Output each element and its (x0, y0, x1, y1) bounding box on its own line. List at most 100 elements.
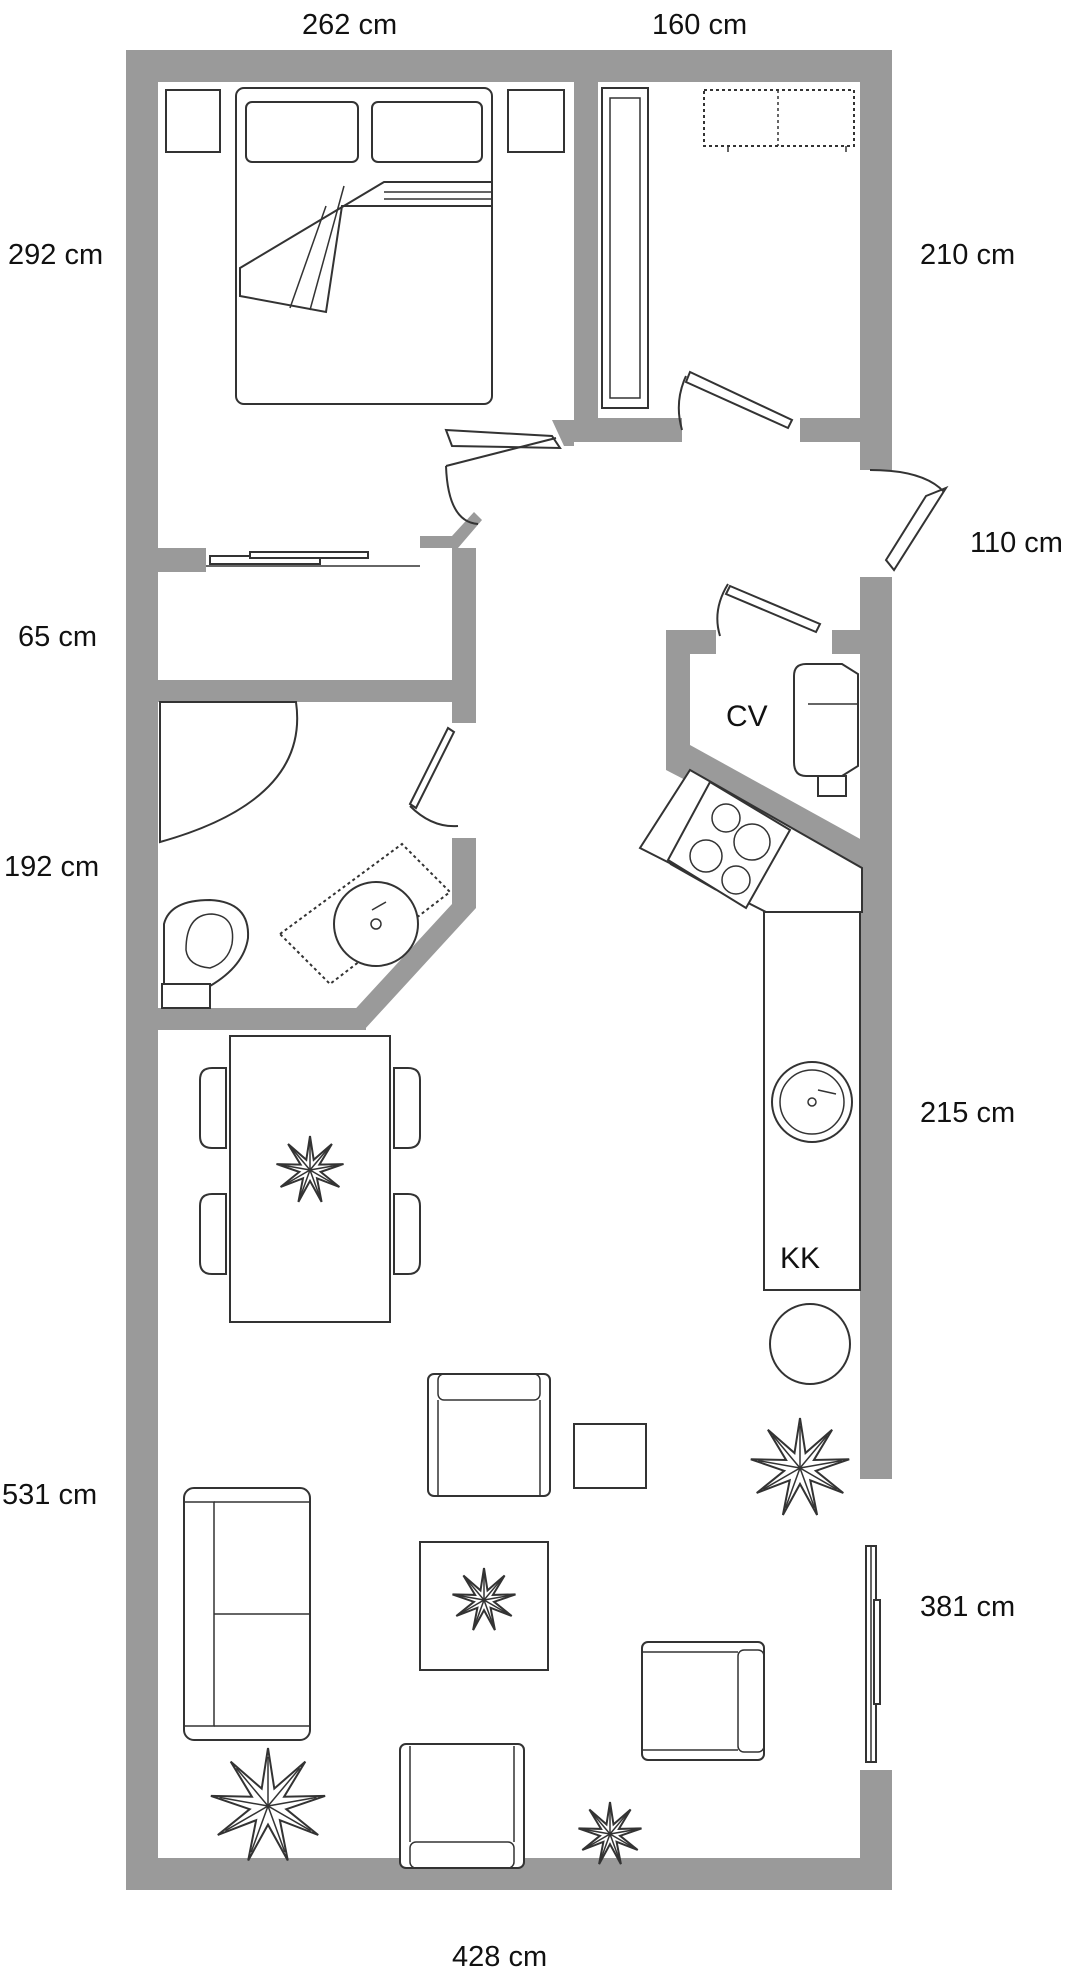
plant-kitchen-vein (772, 1434, 801, 1469)
plant-sofa-vein (267, 1796, 317, 1807)
toilet (161, 898, 250, 1009)
stove-knob-line (669, 863, 717, 891)
living-area (183, 1373, 881, 1869)
outer-wall-left (126, 50, 158, 1890)
plant-corner-vein (583, 1828, 611, 1835)
outer-wall-right-upper (860, 50, 892, 470)
dining-chair-1 (199, 1067, 227, 1149)
toilet-bowl (163, 898, 250, 994)
plant-kitchen-vein (784, 1467, 801, 1509)
plant-coffee-table-vein (473, 1599, 485, 1626)
dim-left-bedroom: 292 cm (8, 239, 103, 271)
plant-dining-vein (284, 1169, 311, 1186)
sliding-door-panel-2 (249, 551, 369, 559)
shelf-unit (703, 89, 855, 147)
dim-right-window: 381 cm (920, 1591, 1015, 1623)
doors (206, 370, 949, 828)
plant-sofa-vein (235, 1767, 269, 1807)
plant-sofa-vein (267, 1805, 286, 1853)
dim-top-left: 262 cm (302, 9, 397, 41)
washbasin-tap (371, 901, 387, 911)
bin-round (769, 1303, 851, 1385)
double-bed (235, 87, 493, 405)
bedroom-door-leaf (444, 428, 562, 450)
kitchen (638, 768, 863, 1385)
wall-bedroom-corner-diag (552, 420, 574, 446)
plant-dining-vein (309, 1164, 339, 1171)
label-kk: KK (780, 1242, 820, 1275)
outer-wall-top (126, 50, 892, 82)
plant-dining-vein (299, 1169, 311, 1198)
plant-sofa-vein (267, 1805, 312, 1832)
plant-corner-vein (591, 1812, 611, 1835)
plants (210, 1135, 850, 1865)
plant-coffee-table-vein (460, 1599, 485, 1615)
armchair-right-back (737, 1649, 765, 1753)
plant-coffee-table-vein (483, 1599, 495, 1626)
outer-wall-right-lower (860, 1770, 892, 1890)
boiler-unit (793, 663, 859, 777)
bathroom-door-swing (409, 805, 459, 828)
folded-blanket (239, 181, 493, 314)
closet-room (601, 87, 855, 409)
closet-door-leaf (684, 370, 794, 430)
wall-closet-bottom-right (800, 418, 860, 442)
plant-sofa-vein (250, 1805, 269, 1853)
plant-coffee-table-vein (483, 1594, 511, 1601)
plant-corner-vein (609, 1812, 629, 1835)
cv-door-swing (716, 583, 729, 637)
wall-hall-bathroom (126, 680, 476, 702)
stove-top (666, 780, 792, 910)
walls (126, 50, 892, 1890)
stove-burner-3 (689, 839, 723, 873)
plant-coffee-table-vein (465, 1578, 485, 1601)
plant-corner-vein (586, 1833, 611, 1849)
armchair-right (641, 1641, 765, 1761)
plant-kitchen-vein (799, 1467, 816, 1509)
armchair-top (427, 1373, 551, 1497)
kitchen-sink-drain (807, 1097, 817, 1107)
plant-sofa-vein (219, 1796, 269, 1807)
plant-dining-vein (309, 1169, 336, 1186)
stove-burner-1 (711, 803, 741, 833)
shower-area (159, 701, 299, 844)
wall-bedroom-bottom-left (158, 548, 206, 572)
room-labels: CV KK (726, 700, 820, 1275)
dim-right-closet: 210 cm (920, 239, 1015, 271)
washbasin-cabinet (278, 842, 452, 986)
wall-bedroom-closet (574, 82, 598, 442)
blanket-fold-1 (309, 185, 345, 311)
wall-bathroom-bottom (126, 1008, 366, 1030)
wall-cv-left (666, 630, 690, 750)
toilet-tank (161, 983, 211, 1009)
plant-sofa-vein (267, 1767, 301, 1807)
plant-kitchen-vein (762, 1467, 801, 1490)
plant-corner-vein (609, 1828, 637, 1835)
stove-burner-4 (721, 865, 751, 895)
wall-closet-stub (860, 442, 892, 470)
bathroom (159, 701, 452, 1009)
plant-kitchen-vein (799, 1459, 843, 1469)
dim-left-bathroom: 192 cm (4, 851, 99, 883)
plant-sofa-vein (224, 1805, 269, 1832)
armchair-bottom-back (409, 1841, 515, 1869)
wall-cv-diagonal (666, 745, 862, 868)
kitchen-sink (771, 1061, 853, 1143)
dining-chair-2 (199, 1193, 227, 1275)
plant-corner-vein (599, 1833, 611, 1860)
kitchen-sink-inner (779, 1069, 845, 1135)
dining-chair-3 (393, 1067, 421, 1149)
washbasin-drain (370, 918, 382, 930)
entrance-door-leaf (884, 485, 949, 572)
plant-corner-vein (609, 1833, 621, 1860)
plant-dining-vein (281, 1164, 311, 1171)
plant-dining-vein (290, 1147, 311, 1171)
dim-right-entry: 110 cm (970, 527, 1063, 559)
dim-left-hall: 65 cm (18, 621, 97, 653)
dimension-labels: 262 cm 160 cm 292 cm 210 cm 110 cm 65 cm… (2, 9, 1063, 1973)
plant-coffee-table-vein (457, 1594, 485, 1601)
armchair-top-back (437, 1373, 541, 1401)
label-cv: CV (726, 700, 768, 733)
wall-bathroom-right (452, 838, 476, 904)
